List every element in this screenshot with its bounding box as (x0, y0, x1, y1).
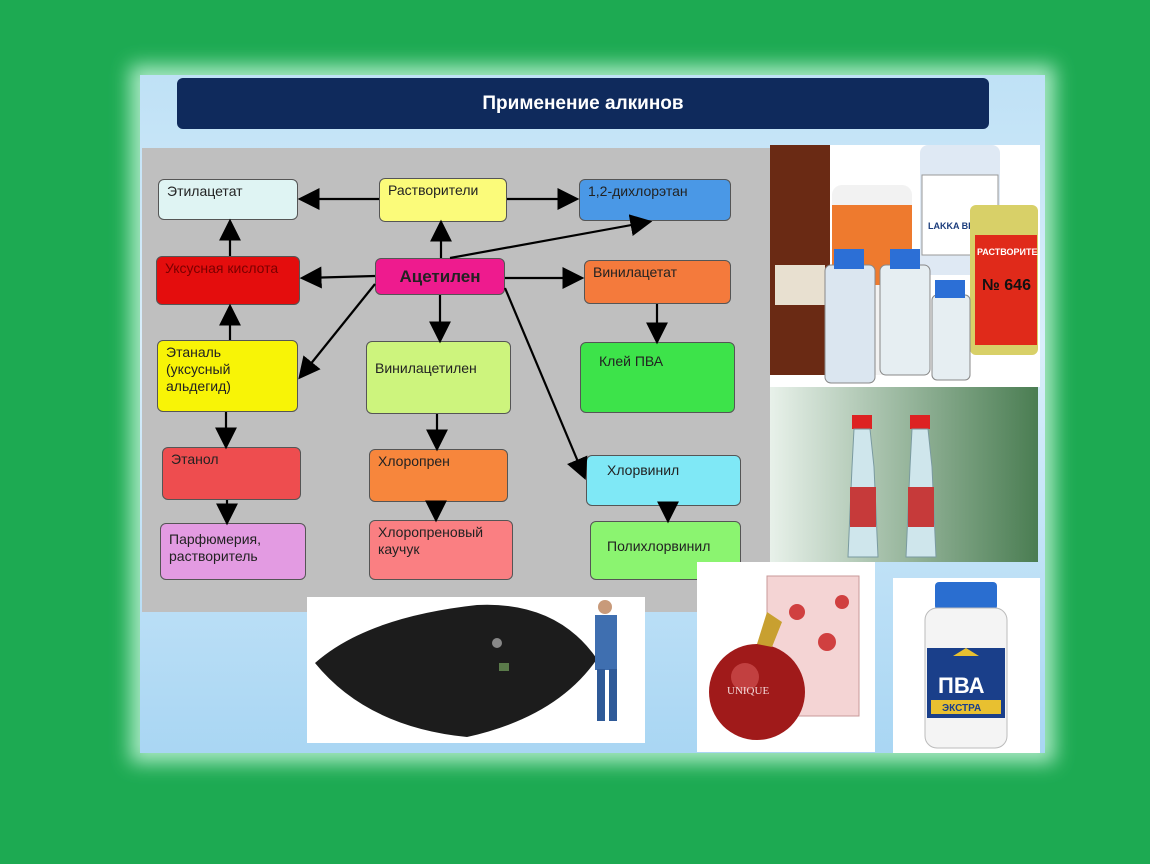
bottle-1 (847, 415, 879, 558)
node-ethyl-acetate: Этилацетат (158, 179, 298, 220)
node-solvents: Растворители (379, 178, 507, 222)
solvent-bottles-photo: LAKKA BENSII РАСТВОРИТЕЛ № 646 (770, 145, 1040, 387)
arrow-acetylene-to-vinyl-chloride (503, 287, 588, 481)
node-pva-glue: Клей ПВА (580, 342, 735, 413)
node-vinyl-chloride: Хлорвинил (586, 455, 741, 506)
glue-sublabel: ЭКСТРА (942, 703, 981, 714)
perfume-photo: UNIQUE (697, 562, 875, 752)
pva-glue-photo: ПВА ЭКСТРА (893, 578, 1040, 753)
glue-label: ПВА (938, 673, 985, 698)
vinegar-bottles-photo (770, 387, 1038, 562)
solvent-label-1: LAKKA BENSII (928, 221, 992, 231)
solvent-label-2: РАСТВОРИТЕЛ (977, 247, 1040, 257)
node-acetylene: Ацетилен (375, 258, 505, 295)
rubber-bag-photo (307, 597, 645, 743)
node-ethanol: Этанол (162, 447, 301, 500)
slide-title: Применение алкинов (177, 78, 989, 129)
node-acetic-acid: Уксусная кислота (156, 256, 300, 305)
node-ethanal: Этаналь (уксусный альдегид) (157, 340, 298, 412)
arrow-acetylene-to-ethanal (298, 283, 376, 380)
perfume-label: UNIQUE (727, 685, 769, 697)
node-vinyl-acetate: Винилацетат (584, 260, 731, 304)
bottle-2 (905, 415, 937, 558)
solvent-label-3: № 646 (982, 277, 1031, 294)
node-vinylacetylene: Винилацетилен (366, 341, 511, 414)
arrow-acetylene-to-acetic-acid (299, 266, 376, 289)
node-chloroprene-rubber: Хлоропреновый каучук (369, 520, 513, 580)
arrow-acetylene-to-dichloroethane (449, 214, 653, 260)
node-dichloroethane: 1,2-дихлорэтан (579, 179, 731, 221)
node-perfumery: Парфюмерия, растворитель (160, 523, 306, 580)
